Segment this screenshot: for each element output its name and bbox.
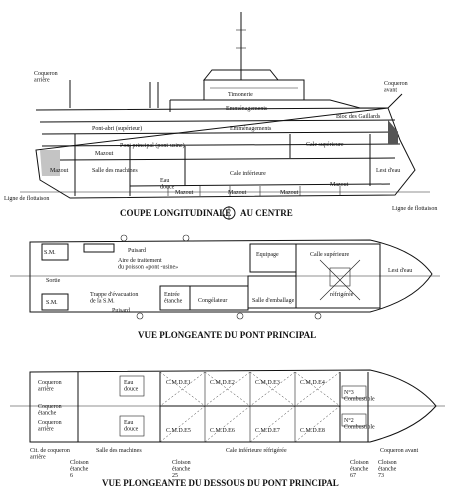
label-mazout-1: Mazout xyxy=(175,190,194,196)
label-salle-machines: Salle des machines xyxy=(92,168,138,174)
label-sm-bottom: S.M. xyxy=(46,300,58,306)
label-cmd3: C.M.D.E3 xyxy=(255,380,280,386)
label-pont-abri: Pont-abri (supérieur) xyxy=(92,125,142,132)
label-cale-superieure: Cale supérieure xyxy=(306,142,344,148)
label-bloc-gaillards: Bloc des Gaillards xyxy=(336,114,381,120)
label-emmenagements-2: Emménagements xyxy=(230,126,272,132)
label-lest-deau-2: Lest d'eau xyxy=(388,268,412,274)
label-lest-deau: Lest d'eau xyxy=(376,168,400,174)
label-puisard-bottom: Puisard xyxy=(112,308,130,314)
label-pont-principal: Pont principal (pont-usine) xyxy=(120,142,185,149)
label-salle-emballage: Salle d'emballage xyxy=(252,298,295,304)
section1-title: COUPE LONGITUDINALE xyxy=(120,208,231,218)
label-calle-superieure: Calle supérieure xyxy=(310,252,349,258)
label-mazout-4: Mazout xyxy=(330,182,349,188)
label-cmd2: C.M.D.E2 xyxy=(210,380,235,386)
label-mazout-3: Mazout xyxy=(280,190,299,196)
label-salle-machines-3: Salle des machines xyxy=(96,448,142,454)
label-cmd6: C.M.D.E6 xyxy=(210,428,235,434)
label-sortie: Sortie xyxy=(46,278,61,284)
label-cale-inferieure: Cale inférieure xyxy=(230,170,266,177)
section1-title-suffix: AU CENTRE xyxy=(240,208,293,218)
label-cmd4: C.M.D.E4 xyxy=(300,380,325,386)
label-equipage: Equipage xyxy=(256,252,279,258)
section2-title: VUE PLONGEANTE DU PONT PRINCIPAL xyxy=(138,330,316,340)
label-mazout-upper: Mazout xyxy=(95,151,114,157)
label-cmd5: C.M.D.E5 xyxy=(166,428,191,434)
section3-title: VUE PLONGEANTE DU DESSOUS DU PONT PRINCI… xyxy=(102,478,339,488)
label-ligne-flottaison-right: Ligne de flottaison xyxy=(392,205,437,212)
label-ligne-flottaison-left: Ligne de flottaison xyxy=(4,195,49,202)
label-sm-top: S.M. xyxy=(44,250,56,256)
label-mazout-left: Mazout xyxy=(50,168,69,174)
label-cale-inferieure-3: Cale inférieure réfrigérée xyxy=(226,447,287,454)
label-cmd1: C.M.D.E1 xyxy=(166,380,191,386)
label-cmd7: C.M.D.E7 xyxy=(255,428,280,434)
label-mazout-2: Mazout xyxy=(228,190,247,196)
label-timonerie: Timonerie xyxy=(228,92,253,98)
label-cmd8: C.M.D.E8 xyxy=(300,428,325,434)
label-emmenagements: Emménagements xyxy=(226,106,268,112)
label-coqueron-avant-3: Coqueron avant xyxy=(380,448,418,454)
label-refrigeree: réfrigérée xyxy=(330,291,354,298)
label-puisard-top: Puisard xyxy=(128,248,146,254)
label-congelateur: Congélateur xyxy=(198,298,227,304)
